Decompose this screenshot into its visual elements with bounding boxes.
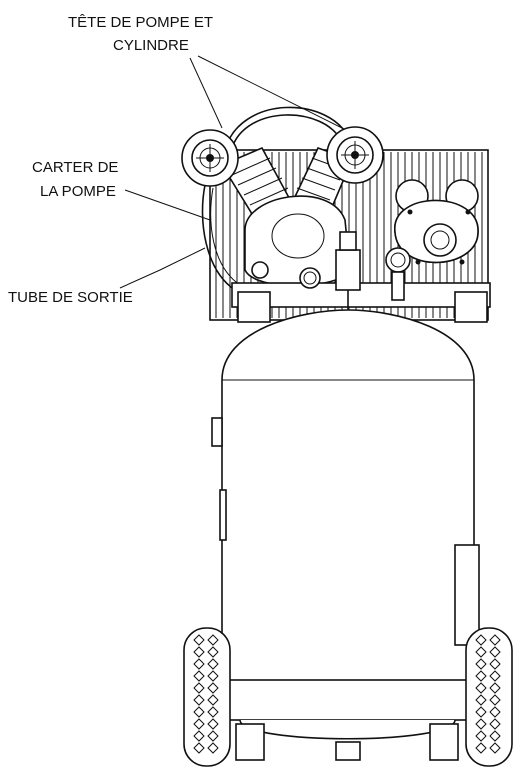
base-assembly xyxy=(183,627,513,767)
tread-block xyxy=(207,670,219,682)
outlet-tube xyxy=(201,184,236,291)
tread-block xyxy=(193,658,205,670)
leader-line-outlet-tube xyxy=(119,247,206,289)
tread-block xyxy=(489,706,501,718)
right-pump-head xyxy=(326,126,384,184)
control-panel xyxy=(231,231,491,327)
pump-top-tube-inner xyxy=(231,114,343,149)
label-crankcase-line1: CARTER DE xyxy=(32,159,118,176)
tread-block xyxy=(475,730,487,742)
tread-block xyxy=(475,634,487,646)
tread-block xyxy=(489,658,501,670)
label-crankcase-line2: LA POMPE xyxy=(40,183,116,200)
pump-top-tube xyxy=(224,106,351,151)
regulator-knob xyxy=(391,271,405,301)
tread-block xyxy=(475,742,487,754)
tread-block xyxy=(193,742,205,754)
tread-block xyxy=(475,706,487,718)
tread-block xyxy=(193,682,205,694)
air-tank xyxy=(211,309,480,691)
pump-assembly xyxy=(181,106,384,291)
tread-block xyxy=(489,730,501,742)
tread-block xyxy=(207,682,219,694)
leader-lines xyxy=(119,55,351,289)
foot-right xyxy=(429,723,459,761)
tread-block xyxy=(489,682,501,694)
leader-line-pump-head-right xyxy=(197,55,351,133)
tread-block xyxy=(489,646,501,658)
tread-block xyxy=(475,658,487,670)
tread-block xyxy=(475,646,487,658)
pressure-gauge-tank xyxy=(299,267,321,289)
tread-block xyxy=(489,694,501,706)
tread-block xyxy=(489,634,501,646)
regulator-gauge xyxy=(385,247,411,273)
tread-block xyxy=(207,694,219,706)
tread-block xyxy=(193,634,205,646)
tread-block xyxy=(193,706,205,718)
label-outlet-tube: TUBE DE SORTIE xyxy=(8,289,133,306)
tread-block xyxy=(489,742,501,754)
label-pump-head-line2: CYLINDRE xyxy=(113,37,189,54)
tread-block xyxy=(207,706,219,718)
wheel-right xyxy=(465,627,513,767)
tread-block xyxy=(207,646,219,658)
right-bracket xyxy=(454,291,488,323)
tread-block xyxy=(489,670,501,682)
tread-block xyxy=(207,634,219,646)
tread-block xyxy=(207,742,219,754)
tank-side-fitting-lower xyxy=(219,489,227,541)
tank-handle xyxy=(454,544,480,646)
tank-side-fitting-upper xyxy=(211,417,223,447)
wheel-left xyxy=(183,627,231,767)
motor xyxy=(394,179,479,265)
tank-top-plate xyxy=(231,282,491,308)
tread-block xyxy=(193,694,205,706)
tread-block xyxy=(475,670,487,682)
bottom-drain xyxy=(335,741,361,761)
tank-body xyxy=(221,309,475,691)
tank-bottom xyxy=(239,719,456,740)
tread-block xyxy=(475,718,487,730)
pressure-switch xyxy=(335,249,361,291)
base-frame xyxy=(209,679,491,721)
tread-block xyxy=(193,670,205,682)
label-pump-head-line1: TÊTE DE POMPE ET xyxy=(68,14,213,31)
tread-block xyxy=(489,718,501,730)
left-bracket xyxy=(237,291,271,323)
leader-line-crankcase xyxy=(124,189,211,221)
motor-shaft-cover xyxy=(423,223,457,257)
tread-block xyxy=(207,658,219,670)
tread-block xyxy=(475,694,487,706)
tread-block xyxy=(193,730,205,742)
foot-left xyxy=(235,723,265,761)
drain-valve-top xyxy=(251,261,269,279)
tread-block xyxy=(475,682,487,694)
tread-block xyxy=(193,646,205,658)
leader-line-pump-head-left xyxy=(189,57,223,129)
tread-block xyxy=(193,718,205,730)
left-pump-head xyxy=(181,129,239,187)
tread-block xyxy=(207,730,219,742)
crankcase-cover xyxy=(271,213,325,259)
tread-block xyxy=(207,718,219,730)
label-group: TÊTE DE POMPE ET CYLINDRE CARTER DE LA P… xyxy=(8,14,213,306)
